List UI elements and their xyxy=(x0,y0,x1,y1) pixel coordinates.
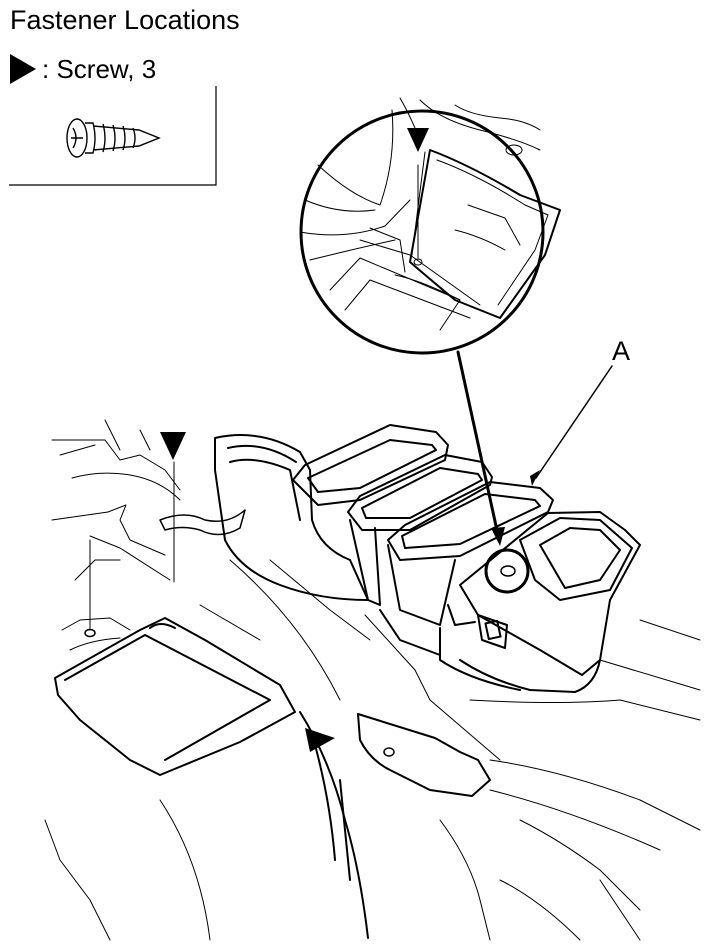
screw-point-highlight xyxy=(484,548,530,594)
detail-leader-arrow xyxy=(456,350,500,537)
left-screw-marker-icon xyxy=(160,432,186,460)
legend-label: : Screw, 3 xyxy=(42,54,157,84)
callout-label-a: A xyxy=(612,336,631,366)
diagram-title: Fastener Locations xyxy=(10,5,240,35)
console-panel xyxy=(54,617,491,939)
floor-lines xyxy=(44,559,701,941)
fastener-legend: : Screw, 3 xyxy=(10,52,156,86)
detail-screw-marker-icon xyxy=(407,128,429,152)
duct-assembly xyxy=(214,424,641,693)
left-bracket xyxy=(51,419,246,651)
screw-marker-icon xyxy=(10,54,36,84)
screw-icon xyxy=(66,118,161,158)
lower-screw-marker-icon xyxy=(305,728,335,752)
screw-legend-box xyxy=(9,86,217,186)
detail-magnifier xyxy=(299,97,561,355)
callout-a-leader xyxy=(535,365,613,479)
